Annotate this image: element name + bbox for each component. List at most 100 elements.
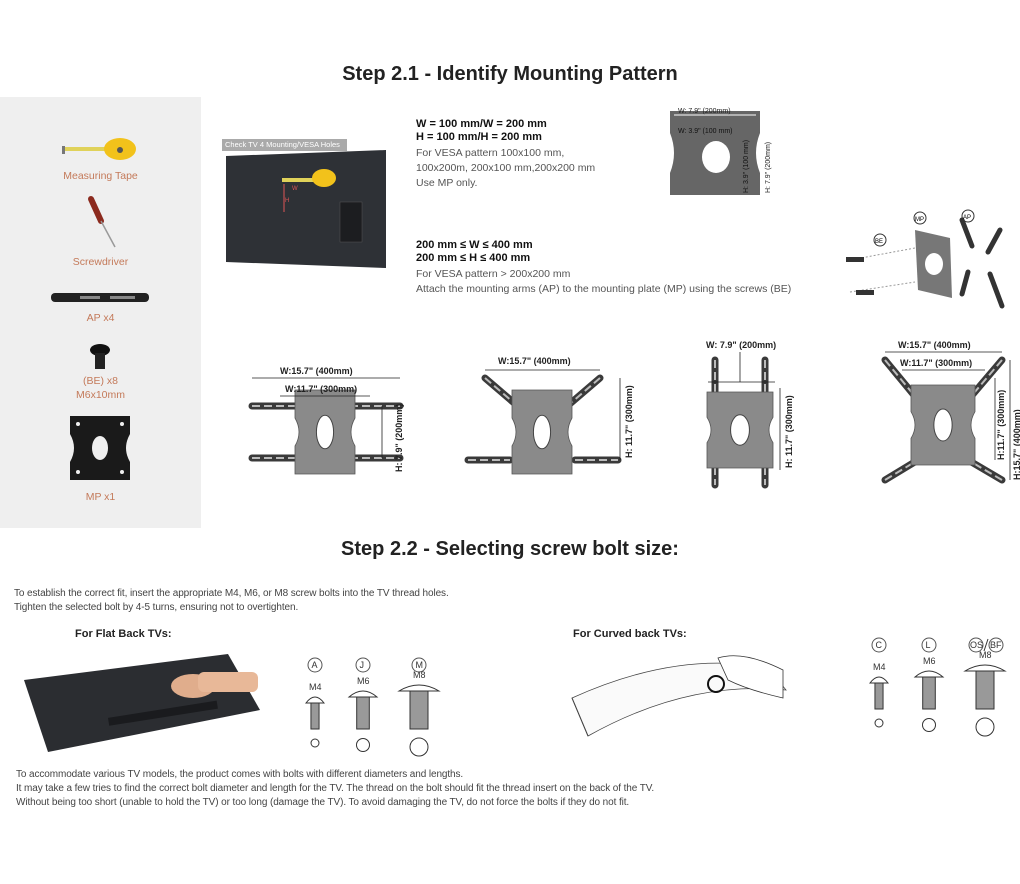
small-vesa-block: W = 100 mm/W = 200 mm H = 100 mm/H = 200… [416, 118, 595, 191]
bolt-size-label: M4 [873, 662, 886, 672]
mounting-arm-icon [51, 293, 149, 302]
tool-label-ap: AP x4 [86, 312, 115, 324]
label-ap: AP [963, 215, 971, 221]
config4-height-outer: H:15.7" (400mm) [1012, 409, 1020, 480]
flat-bolt-sizes: AM4 J M6 MM8 [304, 657, 441, 757]
bolt-shank [975, 670, 995, 710]
flat-back-label: For Flat Back TVs: [75, 628, 172, 640]
code-circle [871, 637, 887, 653]
mp-only-diagram: W: 7.9" (200mm) W: 3.9" (100 mm) H: 3.9"… [670, 108, 772, 195]
large-vesa-h: 200 mm ≤ H ≤ 400 mm [416, 252, 531, 264]
config1-width-inner: W:11.7" (300mm) [285, 384, 357, 394]
large-vesa-block: 200 mm ≤ W ≤ 400 mm 200 mm ≤ H ≤ 400 mm … [416, 239, 791, 297]
flat-tv-image [24, 654, 260, 752]
dim-w-outer: W: 7.9" (200mm) [678, 108, 731, 115]
code-circle [355, 657, 371, 673]
plate-hole [933, 408, 953, 442]
config1-width-outer: W:15.7" (400mm) [280, 366, 353, 376]
intro-line-2: Tighten the selected bolt by 4-5 turns, … [14, 602, 299, 613]
arm-slot [967, 459, 1003, 481]
bolt-size-label: M6 [923, 656, 936, 666]
large-vesa-desc-1: For VESA pattern > 200x200 mm [416, 268, 571, 280]
config2-height: H: 11.7" (300mm) [624, 385, 634, 458]
small-vesa-desc-1: For VESA pattern 100x100 mm, [416, 147, 565, 159]
tool-label-screwdriver: Screwdriver [72, 256, 129, 268]
config3-width: W: 7.9" (200mm) [706, 340, 776, 350]
config1-height: H: 7.9" (200mm) [394, 404, 404, 472]
code-circle [988, 637, 1004, 653]
slash [983, 638, 989, 652]
bolt-size-label: M6 [357, 676, 370, 686]
screwdriver-icon [88, 196, 116, 248]
bolt-diameter-circle [409, 737, 429, 757]
small-vesa-desc-3: Use MP only. [416, 177, 478, 189]
arm-configurations: W:15.7" (400mm) W:11.7" (300mm) H: 7.9" (2… [248, 340, 1020, 489]
config4-width-inner: W:11.7" (300mm) [900, 358, 972, 368]
bolt-size-label: M4 [309, 682, 322, 692]
small-vesa-desc-2: 100x200m, 200x100 mm,200x200 mm [416, 162, 596, 174]
label-mp: MP [915, 217, 924, 223]
config3-height: H: 11.7" (300mm) [784, 395, 794, 468]
bolt-size-label: M8 [413, 670, 426, 680]
exploded-assembly-diagram: MP AP BE [846, 209, 1005, 309]
tool-label-be: (BE) x8 [82, 375, 118, 387]
curved-back-label: For Curved back TVs: [573, 628, 687, 640]
bolt-diameter-circle [922, 718, 936, 732]
bolt-size-label: M8 [979, 650, 992, 660]
mounting-plate-icon [70, 416, 130, 480]
config2-width: W:15.7" (400mm) [498, 356, 571, 366]
bolt-diameter-circle [310, 738, 320, 748]
bolt-m6: L M6 [913, 637, 945, 732]
tv-w-mark: W [292, 186, 298, 192]
step-2-1-title: Step 2.1 - Identify Mounting Pattern [342, 63, 678, 85]
bolt-head [963, 664, 1007, 672]
dim-w-inner: W: 3.9" (100 mm) [678, 128, 732, 135]
dim-h-inner: H: 3.9" (100 mm) [743, 140, 750, 193]
tv-caption: Check TV 4 Mounting/VESA Holes [222, 139, 347, 151]
plate-hole [730, 414, 750, 446]
bolt-shank [310, 702, 320, 730]
small-vesa-h: H = 100 mm/H = 200 mm [416, 131, 542, 143]
code-circle [968, 637, 984, 653]
bolt-code: J [360, 660, 365, 670]
curved-tv-image [571, 655, 787, 737]
bolt-code: L [926, 640, 931, 650]
plate-hole [532, 414, 552, 450]
bolt-head [397, 684, 441, 692]
screw-bolt-icon [90, 344, 110, 369]
tool-label-mp: MP x1 [85, 491, 116, 503]
step-2-2-title: Step 2.2 - Selecting screw bolt size: [341, 538, 679, 560]
tools-panel: Measuring Tape Screwdriver AP x4 (BE) x8… [0, 97, 201, 528]
bolt-m4: AM4 [304, 657, 326, 748]
bolt-code: OS [970, 640, 983, 650]
arm-slot [884, 459, 919, 481]
bolt-head [868, 676, 890, 684]
tool-label-measuring-tape: Measuring Tape [63, 170, 138, 182]
outro-line-3: Without being too short (unable to hold … [16, 797, 630, 808]
bolt-code-2: BF [990, 640, 1002, 650]
plate-hole [315, 414, 335, 450]
intro-text: To establish the correct fit, insert the… [14, 587, 449, 615]
dim-h-outer: H: 7.9" (200mm) [765, 142, 772, 193]
config4-width-outer: W:15.7" (400mm) [898, 340, 971, 350]
code-circle [307, 657, 323, 673]
bolt-shank [356, 696, 370, 730]
outro-line-2: It may take a few tries to find the corr… [16, 783, 655, 794]
bolt-head [913, 670, 945, 678]
bolt-diameter-circle [874, 718, 884, 728]
bolt-code: C [876, 640, 883, 650]
intro-line-1: To establish the correct fit, insert the… [14, 588, 449, 599]
label-be: BE [875, 239, 883, 245]
bolt-m4: C M4 [868, 637, 890, 728]
code-circle [411, 657, 427, 673]
measuring-tape-icon [62, 138, 136, 160]
bolt-shank [874, 682, 884, 710]
bolt-m8: MM8 [397, 657, 441, 757]
config4-height-inner: H:11.7" (300mm) [996, 390, 1006, 460]
code-circle [921, 637, 937, 653]
bolt-diameter-circle [356, 738, 370, 752]
bolt-head [347, 690, 379, 698]
bolt-code: M [416, 660, 424, 670]
small-vesa-w: W = 100 mm/W = 200 mm [416, 118, 547, 130]
